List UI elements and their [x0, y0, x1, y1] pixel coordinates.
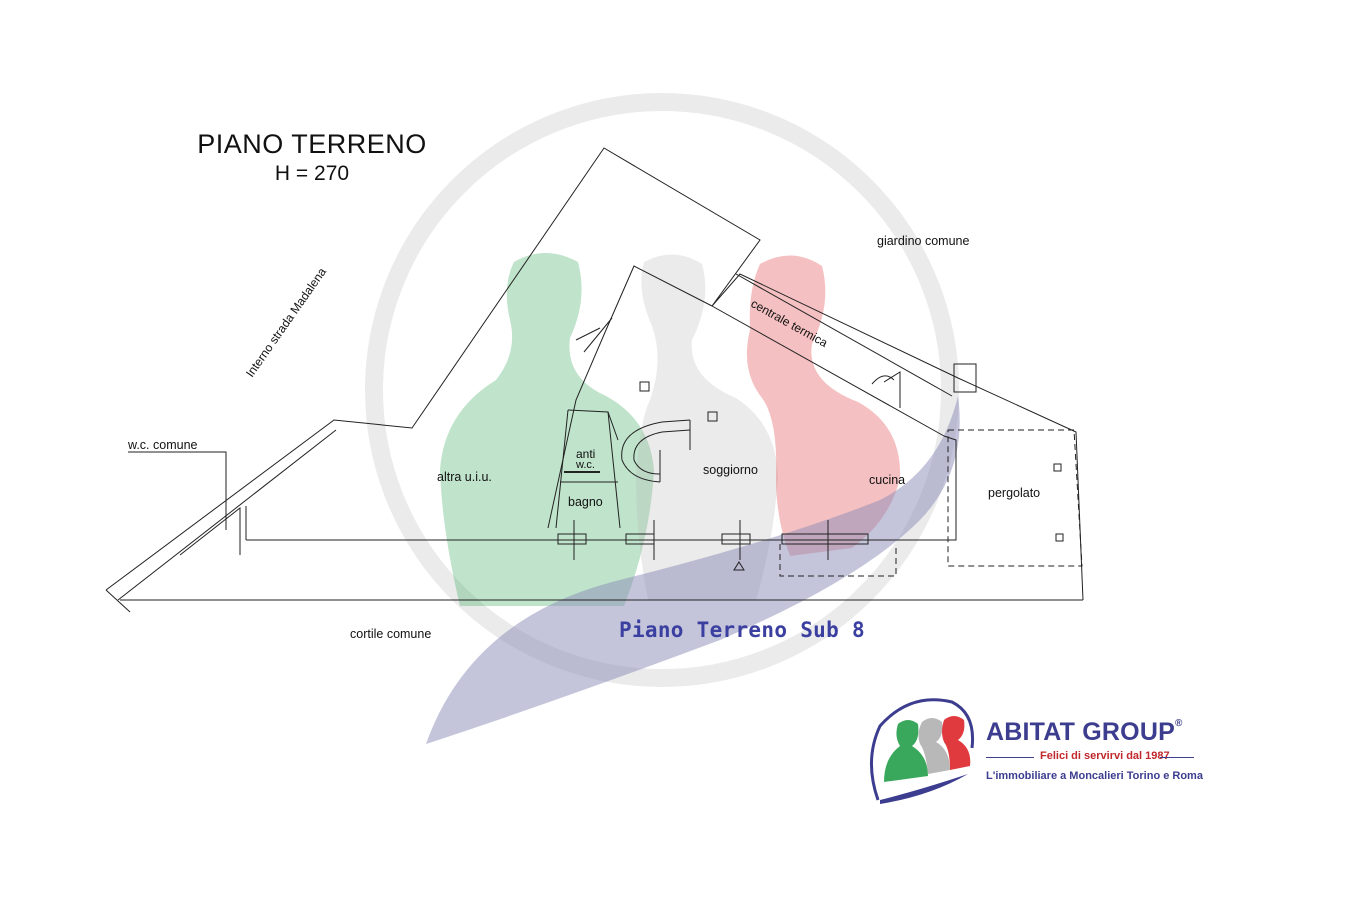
watermark-ring	[365, 93, 959, 687]
label-wc-common: w.c. comune	[127, 438, 198, 452]
label-courtyard: cortile comune	[350, 627, 431, 641]
plan-height-label: H = 270	[274, 162, 350, 185]
label-wc: w.c.	[575, 459, 595, 471]
label-bathroom: bagno	[568, 495, 603, 509]
watermark-swoosh	[426, 396, 960, 744]
plan-walls	[105, 147, 1084, 613]
logo-emblem	[869, 698, 975, 804]
logo-divider-right	[1160, 757, 1194, 758]
plan-title: PIANO TERRENO	[197, 129, 427, 159]
logo-name: ABITAT GROUP®	[986, 718, 1183, 747]
label-garden: giardino comune	[877, 234, 969, 248]
logo-registered: ®	[1174, 718, 1183, 729]
label-living: soggiorno	[703, 463, 758, 477]
logo-name-text: ABITAT GROUP	[986, 718, 1175, 746]
watermark-grey-figure	[636, 254, 778, 600]
label-anti: anti	[576, 447, 595, 461]
label-pergola: pergolato	[988, 486, 1040, 500]
label-street: Interno strada Madalena	[243, 265, 329, 380]
logo-subline: L'immobiliare a Moncalieri Torino e Roma	[986, 770, 1203, 782]
logo-tagline: Felici di servirvi dal 1987	[1040, 750, 1170, 762]
plan-dashed	[779, 429, 1083, 577]
plan-caption: Piano Terreno Sub 8	[619, 618, 865, 642]
watermark-red-figure	[746, 255, 901, 556]
watermark-green-figure	[440, 253, 654, 606]
label-kitchen: cucina	[869, 473, 905, 487]
logo-divider-left	[986, 757, 1034, 758]
label-other-unit: altra u.i.u.	[437, 470, 492, 484]
